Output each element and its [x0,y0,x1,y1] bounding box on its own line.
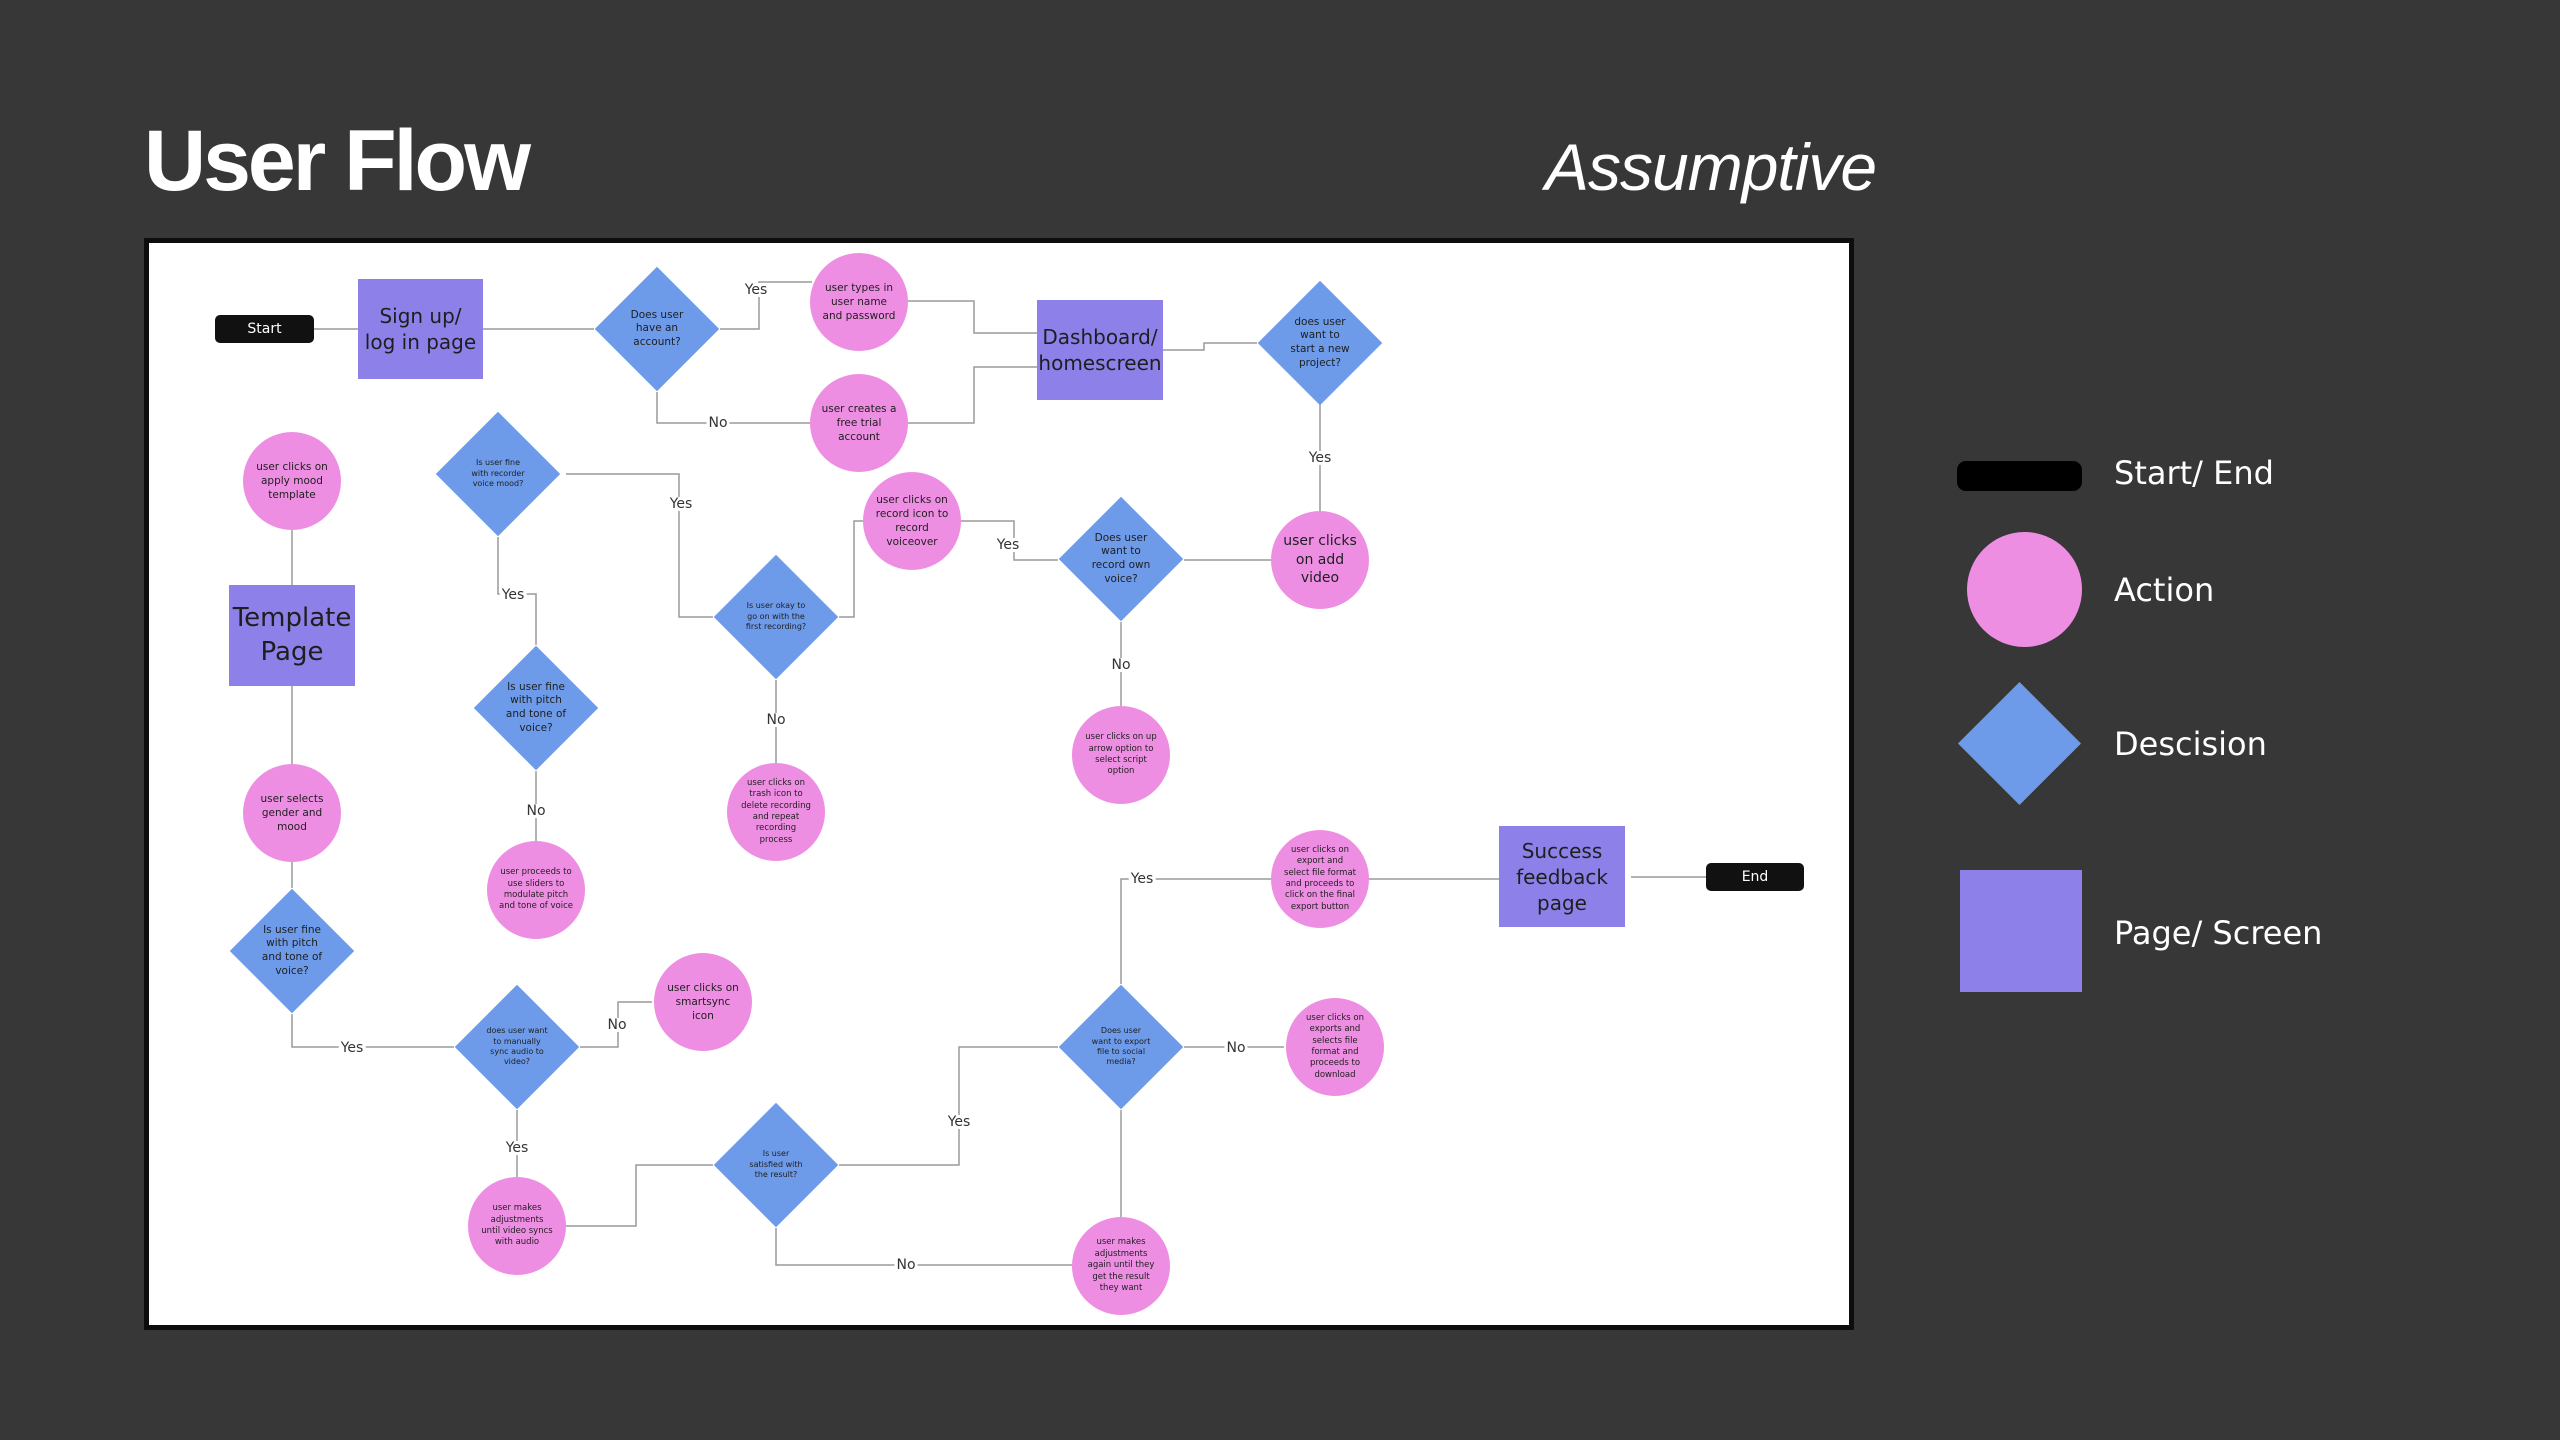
adjust-again-action: user makes adjustments again until they … [1072,1217,1170,1315]
record-icon-action: user clicks on record icon to record voi… [863,472,961,570]
edge-yes-pitch-sync [291,1014,454,1048]
end-terminal: End [1706,863,1804,891]
edge-label-no: No [605,1017,629,1033]
fine-pitch-tone-text-1: Is user fine with pitch and tone of voic… [505,680,567,734]
arrow-option-action: user clicks on up arrow option to select… [1072,706,1170,804]
edge-label-yes: Yes [742,282,770,298]
adjust-sync-action: user makes adjustments until video syncs… [468,1177,566,1275]
edge-yes-export-social [1120,878,1272,984]
export-social-text: Does user want to export file to social … [1091,1026,1151,1067]
edge-label-yes: Yes [994,537,1022,553]
edge-no-trial [656,392,812,424]
edge-label-no: No [894,1257,918,1273]
manual-sync-decision: does user want to manually sync audio to… [454,984,580,1110]
edge-label-no: No [1109,657,1133,673]
edge-label-yes: Yes [667,496,695,512]
has-account-text: Does user have an account? [630,308,684,348]
has-account-decision: Does user have an account? [594,266,720,392]
edge-adjust-satisfied [566,1164,713,1227]
okay-first-recording-text: Is user okay to go on with the first rec… [745,601,807,632]
edge-label-no: No [706,415,730,431]
satisfied-text: Is user satisfied with the result? [749,1149,803,1180]
fine-pitch-tone-text-2: Is user fine with pitch and tone of voic… [261,923,323,977]
record-own-voice-decision: Does user want to record own voice? [1058,496,1184,622]
satisfied-decision: Is user satisfied with the result? [713,1102,839,1228]
edge-label-yes: Yes [499,587,527,603]
legend-diamond-swatch [1957,681,2082,806]
sliders-action: user proceeds to use sliders to modulate… [487,841,585,939]
new-project-decision: does user want to start a new project? [1257,280,1383,406]
edge-label-yes: Yes [503,1140,531,1156]
edge-label-yes: Yes [1128,871,1156,887]
fine-pitch-tone-decision-2: Is user fine with pitch and tone of voic… [229,888,355,1014]
export-social-decision: Does user want to export file to social … [1058,984,1184,1110]
edge-trial-dashboard [908,366,1037,424]
edge-label-yes: Yes [945,1114,973,1130]
add-video-action: user clicks on add video [1271,511,1369,609]
selects-gender-mood-action: user selects gender and mood [243,764,341,862]
edge-label-no: No [524,803,548,819]
new-project-text: does user want to start a new project? [1290,315,1350,369]
edge-dashboard-project [1163,342,1257,351]
signup-page: Sign up/ log in page [358,279,483,379]
edge-yes-satisfied-export [839,1046,1058,1166]
fine-recorded-mood-decision: Is user fine with recorder voice mood? [435,411,561,537]
fine-pitch-tone-decision-1: Is user fine with pitch and tone of voic… [473,645,599,771]
edge-label-yes: Yes [338,1040,366,1056]
legend-pill-swatch [1957,461,2082,491]
export-download-action: user clicks on exports and selects file … [1286,998,1384,1096]
edge-no-adjust-again [775,1228,1072,1266]
types-credentials-action: user types in user name and password [810,253,908,351]
legend-circle-swatch [1967,532,2082,647]
creates-trial-action: user creates a free trial account [810,374,908,472]
edge-label-no: No [1224,1040,1248,1056]
apply-mood-template-action: user clicks on apply mood template [243,432,341,530]
legend-label-page-screen: Page/ Screen [2114,914,2323,952]
edge-yes-credentials [720,281,812,330]
edge-label-no: No [764,712,788,728]
legend-label-decision: Descision [2114,725,2267,763]
dashboard-page: Dashboard/ homescreen [1037,300,1163,400]
edge-recordicon-okay [839,520,863,618]
page-subtitle: Assumptive [1545,130,1877,204]
page-title: User Flow [144,113,531,209]
legend-label-start-end: Start/ End [2114,454,2274,492]
legend-square-swatch [1960,870,2082,992]
legend-label-action: Action [2114,571,2215,609]
okay-first-recording-decision: Is user okay to go on with the first rec… [713,554,839,680]
record-own-voice-text: Does user want to record own voice? [1091,531,1151,585]
connector-lines [291,281,1709,1266]
success-feedback-page: Success feedback page [1499,826,1625,927]
trash-icon-action: user clicks on trash icon to delete reco… [727,763,825,861]
template-page: Template Page [229,585,355,686]
export-social-action: user clicks on export and select file fo… [1271,830,1369,928]
fine-recorded-mood-text: Is user fine with recorder voice mood? [471,458,525,489]
flowchart-board: Start Sign up/ log in page Does user hav… [144,238,1854,1330]
smartsync-action: user clicks on smartsync icon [654,953,752,1051]
edge-yes-mood-okay [566,473,713,618]
edge-label-yes: Yes [1306,450,1334,466]
start-terminal: Start [215,315,314,343]
manual-sync-text: does user want to manually sync audio to… [486,1026,548,1067]
edge-credentials-dashboard [908,300,1037,334]
